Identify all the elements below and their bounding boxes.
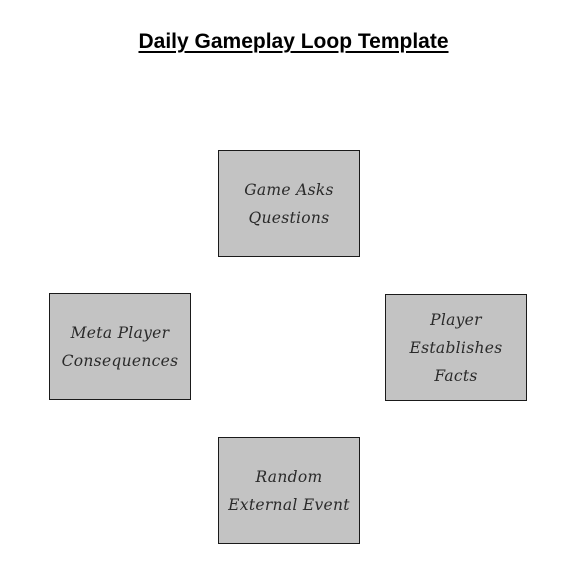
loop-step-random-external-event: Random External Event <box>218 437 360 544</box>
loop-step-label: Meta Player Consequences <box>61 323 179 370</box>
loop-step-player-establishes-facts: Player Establishes Facts <box>385 294 527 401</box>
loop-step-label: Game Asks Questions <box>244 180 334 227</box>
loop-step-label: Player Establishes Facts <box>409 310 503 385</box>
loop-step-game-asks-questions: Game Asks Questions <box>218 150 360 257</box>
loop-step-label: Random External Event <box>228 467 350 514</box>
loop-step-meta-player-consequences: Meta Player Consequences <box>49 293 191 400</box>
diagram-title: Daily Gameplay Loop Template <box>138 30 449 53</box>
